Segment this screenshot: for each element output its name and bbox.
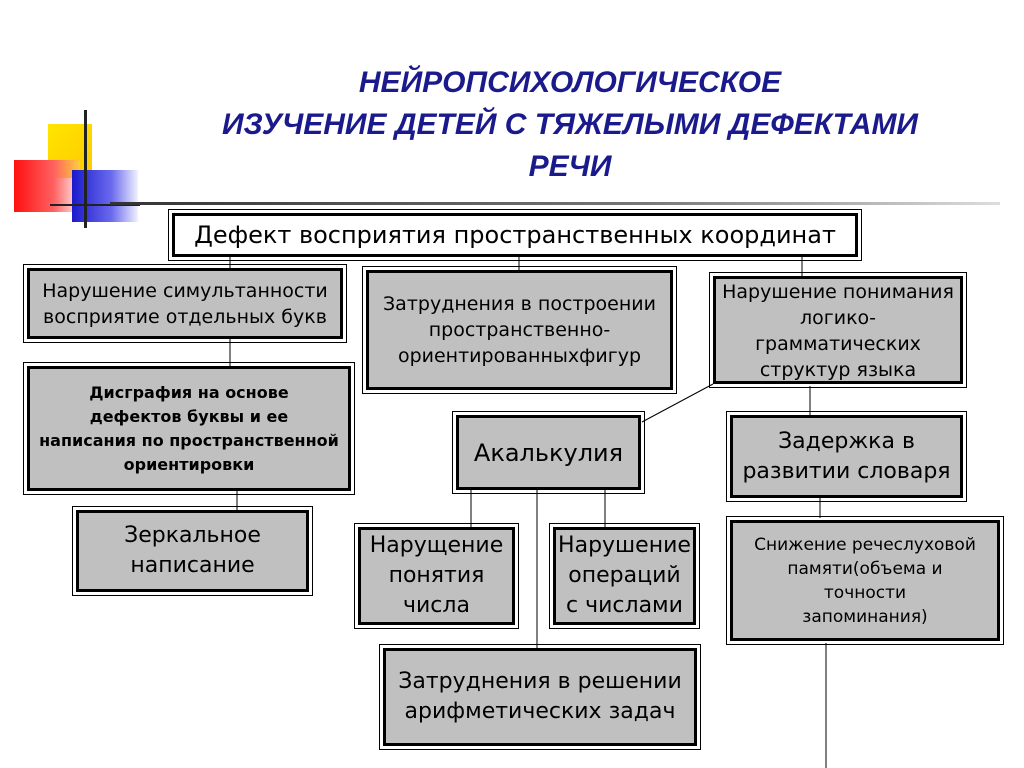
- node-mirror-writing: Зеркальное написание: [72, 506, 313, 596]
- horizontal-line: [50, 204, 140, 206]
- node-construction-label: Затруднения в построении пространственно…: [383, 293, 656, 367]
- title-divider: [110, 202, 1000, 205]
- node-memory-decline-label: Снижение речеслуховой памяти(объема и то…: [754, 534, 976, 627]
- node-number-operations: Нарушение операций с числами: [549, 523, 700, 629]
- blue-square: [72, 170, 138, 222]
- node-arithmetic-tasks-label: Затруднения в решении арифметических зад…: [398, 669, 682, 724]
- title-line-3: РЕЧИ: [528, 150, 612, 183]
- vertical-line: [84, 110, 87, 228]
- node-number-operations-label: Нарушение операций с числами: [558, 533, 691, 618]
- node-construction: Затруднения в построении пространственно…: [362, 266, 677, 394]
- node-vocabulary-delay-label: Задержка в развитии словаря: [742, 428, 951, 484]
- node-dysgraphia: Дисграфия на основе дефектов буквы и ее …: [23, 362, 355, 495]
- node-root-label: Дефект восприятия пространственных коорд…: [194, 221, 836, 249]
- title-line-2: ИЗУЧЕНИЕ ДЕТЕЙ С ТЯЖЕЛЫМИ ДЕФЕКТАМИ: [221, 108, 919, 141]
- node-memory-decline: Снижение речеслуховой памяти(объема и то…: [726, 516, 1004, 645]
- node-dysgraphia-label: Дисграфия на основе дефектов буквы и ее …: [39, 382, 339, 474]
- node-acalculia: Акалькулия: [452, 411, 645, 494]
- node-mirror-writing-label: Зеркальное написание: [124, 523, 261, 578]
- node-logic-grammar: Нарушение понимания логико- грамматическ…: [709, 272, 967, 388]
- title-line-1: НЕЙРОПСИХОЛОГИЧЕСКОЕ: [358, 66, 782, 99]
- node-simultaneity: Нарушение симультанности восприятие отде…: [23, 264, 347, 343]
- decorative-logo: [10, 110, 140, 230]
- node-simultaneity-label: Нарушение симультанности восприятие отде…: [42, 279, 328, 328]
- node-root: Дефект восприятия пространственных коорд…: [168, 209, 862, 261]
- node-acalculia-label: Акалькулия: [473, 438, 624, 467]
- node-vocabulary-delay: Задержка в развитии словаря: [726, 411, 967, 502]
- red-square: [14, 160, 80, 212]
- node-number-concept-label: Нарущение понятия числа: [369, 533, 504, 618]
- connector-logic-acalculia: [641, 383, 714, 423]
- node-number-concept: Нарущение понятия числа: [354, 523, 519, 629]
- slide-title: НЕЙРОПСИХОЛОГИЧЕСКОЕ ИЗУЧЕНИЕ ДЕТЕЙ С ТЯ…: [150, 62, 990, 188]
- node-arithmetic-tasks: Затруднения в решении арифметических зад…: [379, 644, 701, 750]
- node-logic-grammar-label: Нарушение понимания логико- грамматическ…: [722, 281, 954, 381]
